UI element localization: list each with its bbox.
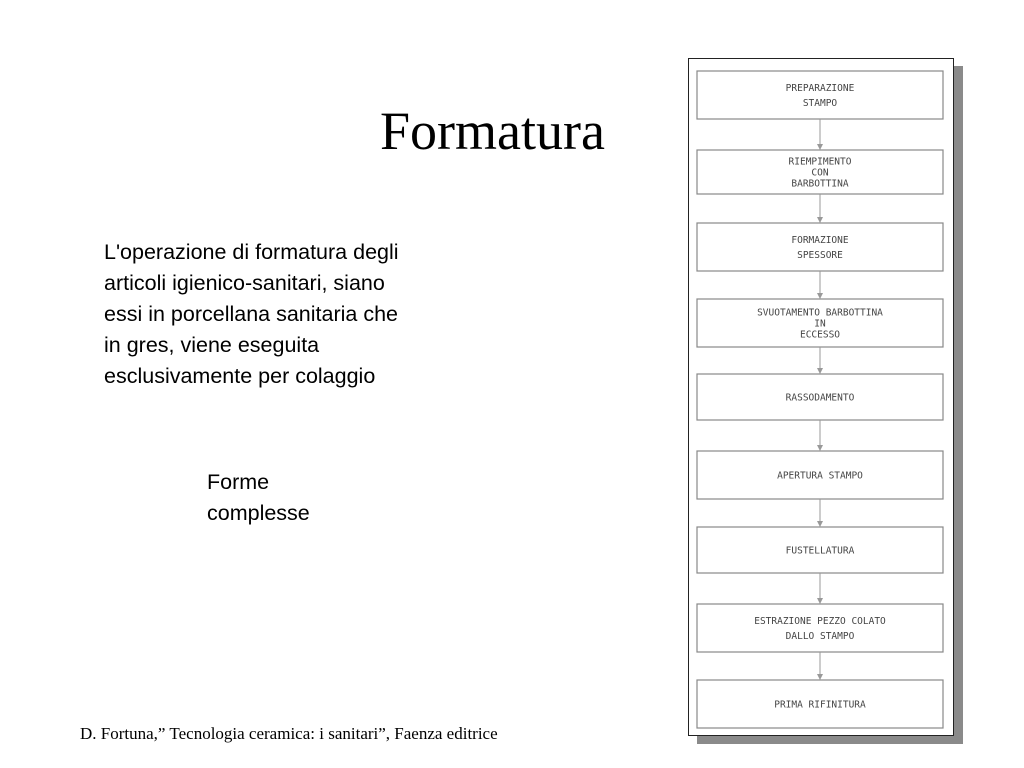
flow-step-box <box>696 603 944 653</box>
arrow-down-icon <box>817 598 823 604</box>
forme-complesse-label: Forme complesse <box>207 470 310 525</box>
arrow-down-icon <box>817 674 823 680</box>
flow-step-box <box>696 450 944 500</box>
arrow-down-icon <box>817 144 823 150</box>
flow-step-label: FUSTELLATURA <box>786 546 855 557</box>
flow-step-label: RASSODAMENTO <box>786 393 855 404</box>
flow-step-label: CON <box>811 168 828 179</box>
flow-step-label: IN <box>814 319 826 330</box>
flow-step-label: ECCESSO <box>800 330 840 341</box>
flow-step-label: APERTURA STAMPO <box>777 471 863 482</box>
flow-step-label: SPESSORE <box>797 250 843 261</box>
arrow-down-icon <box>817 293 823 299</box>
arrow-down-icon <box>817 217 823 223</box>
arrow-down-icon <box>817 368 823 374</box>
flow-step-label: RIEMPIMENTO <box>789 157 852 168</box>
flow-step-box <box>696 298 944 348</box>
flow-step-label: SVUOTAMENTO BARBOTTINA <box>757 308 883 319</box>
flow-step-label: ESTRAZIONE PEZZO COLATO <box>754 616 886 627</box>
flow-step-label: PRIMA RIFINITURA <box>774 700 866 711</box>
flow-step-box <box>696 149 944 195</box>
flow-step-label: PREPARAZIONE <box>786 83 855 94</box>
arrow-down-icon <box>817 445 823 451</box>
flow-step-label: BARBOTTINA <box>791 179 848 190</box>
flow-step-box <box>696 222 944 272</box>
flow-step-label: DALLO STAMPO <box>786 631 855 642</box>
slide-title: Formatura <box>380 101 605 161</box>
citation-footer: D. Fortuna,” Tecnologia ceramica: i sani… <box>80 724 498 743</box>
description-text: L'operazione di formatura degli articoli… <box>104 240 399 388</box>
flowchart-diagram: PREPARAZIONE STAMPO RIEMPIMENTOCONBARBOTTI… <box>696 70 944 729</box>
flow-step-label: FORMAZIONE <box>791 235 848 246</box>
arrow-down-icon <box>817 521 823 527</box>
flow-step-box <box>696 679 944 729</box>
flow-step-label: STAMPO <box>803 98 838 109</box>
flow-step-box <box>696 70 944 120</box>
flow-step-box <box>696 373 944 421</box>
